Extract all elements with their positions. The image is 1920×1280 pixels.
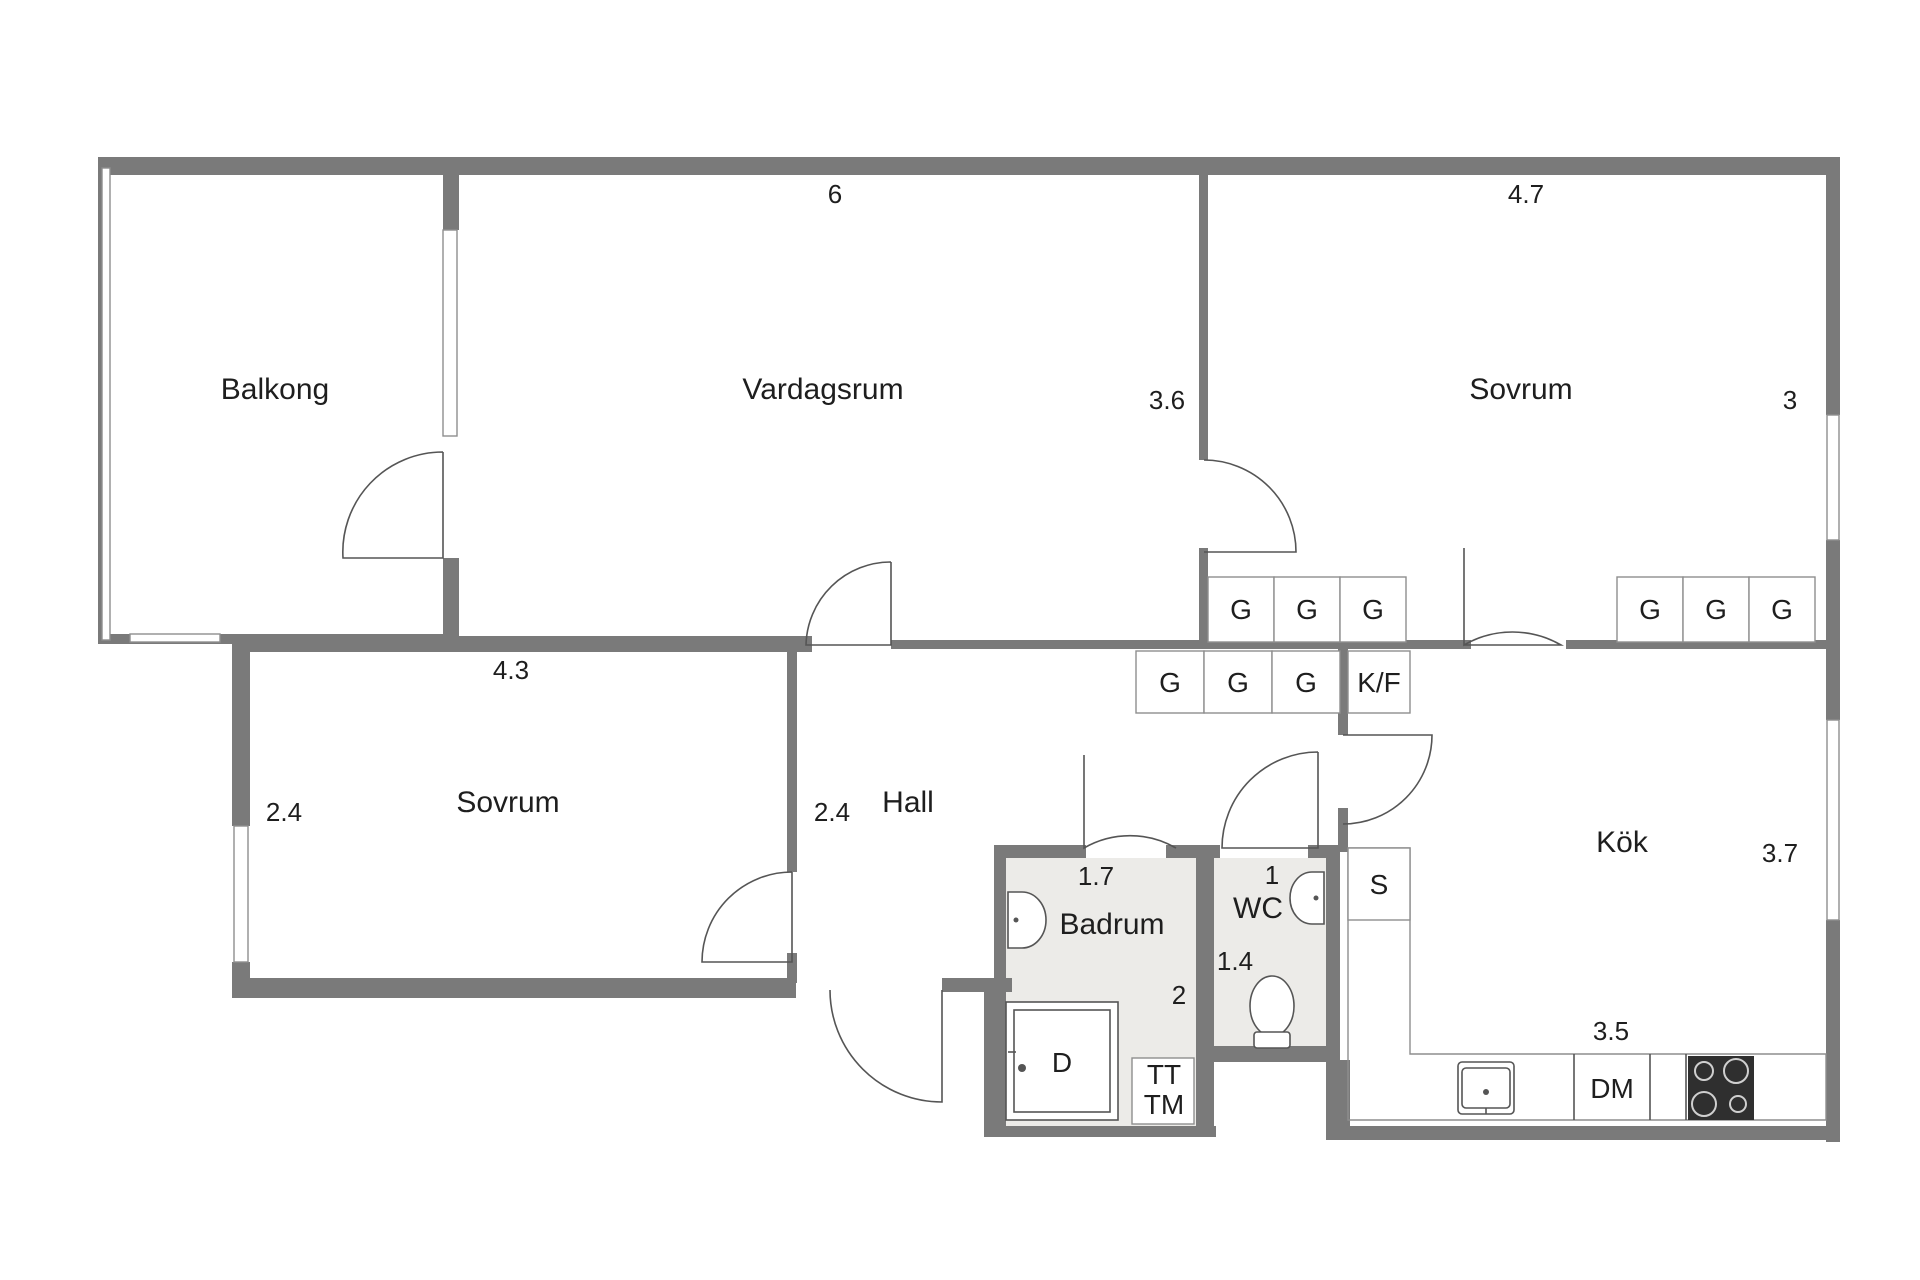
dim-hall-height: 2.4 — [814, 797, 850, 827]
fixture-label-wardrobe: G — [1295, 667, 1317, 698]
dim-sovrum-top-height: 3 — [1783, 385, 1797, 415]
dim-wc-height: 1.4 — [1217, 946, 1253, 976]
room-label-balkong: Balkong — [221, 373, 329, 406]
door-entrance — [829, 989, 943, 1103]
dim-kok-height: 3.7 — [1762, 838, 1798, 868]
room-label-sovrum-left: Sovrum — [456, 786, 559, 819]
window-sovrum-top — [1826, 414, 1840, 541]
wc-sink-icon — [1289, 871, 1325, 925]
fixture-label-wardrobe: G — [1230, 594, 1252, 625]
room-label-wc: WC — [1233, 892, 1283, 925]
door-sovrum-top — [1463, 548, 1564, 647]
dim-sovrum-top-width: 4.7 — [1508, 179, 1544, 209]
dim-sovrum-left-height: 2.4 — [266, 797, 302, 827]
dim-vardagsrum-width: 6 — [828, 179, 842, 209]
fixture-label-dryer: TM — [1144, 1089, 1184, 1120]
fixture-label-wardrobe: G — [1705, 594, 1727, 625]
dim-vardagsrum-height: 3.6 — [1149, 385, 1185, 415]
door-sovrum-left — [701, 871, 793, 963]
badrum-sink-icon — [1007, 891, 1047, 949]
door-vardagsrum — [805, 561, 892, 646]
wardrobes-top-living — [1207, 576, 1407, 643]
windows — [101, 167, 1840, 963]
window-vardagsrum — [442, 229, 458, 437]
toilet-icon — [1249, 975, 1295, 1049]
dim-kok-width: 3.5 — [1593, 1016, 1629, 1046]
fixture-label-wardrobe: G — [1639, 594, 1661, 625]
fixture-label-wardrobe: G — [1771, 594, 1793, 625]
doors — [342, 451, 1564, 1103]
fixture-label-wardrobe: G — [1296, 594, 1318, 625]
fixture-label-wardrobe: G — [1227, 667, 1249, 698]
laundry-box — [1131, 1057, 1195, 1125]
fixture-label-cabinet: S — [1370, 869, 1389, 900]
fixture-label-shower: D — [1052, 1047, 1072, 1078]
room-label-vardagsrum: Vardagsrum — [742, 373, 903, 406]
door-wc — [1221, 751, 1319, 849]
room-label-badrum: Badrum — [1059, 908, 1164, 941]
fixture-label-wardrobe: G — [1362, 594, 1384, 625]
door-badrum — [1083, 755, 1177, 850]
kitchen-sink-icon — [1457, 1061, 1515, 1115]
window-balkong-bottom — [129, 633, 221, 643]
fixture-label-fridge-freezer: K/F — [1357, 667, 1401, 698]
dim-sovrum-left-width: 4.3 — [493, 655, 529, 685]
window-kok — [1826, 719, 1840, 921]
window-balkong-left — [101, 167, 111, 641]
shower-icon — [1005, 1001, 1119, 1121]
dim-wc-width: 1 — [1265, 860, 1279, 890]
walls — [98, 157, 1840, 1142]
dim-badrum-width: 1.7 — [1078, 861, 1114, 891]
kitchen-cabinet-s — [1347, 847, 1411, 921]
door-balkong — [342, 451, 444, 559]
fixture-label-dishwasher: DM — [1590, 1073, 1634, 1104]
wardrobes-hall — [1135, 650, 1411, 714]
fixture-label-washer: TT — [1147, 1059, 1181, 1090]
room-label-sovrum-top: Sovrum — [1469, 373, 1572, 406]
room-label-kok: Kök — [1596, 826, 1649, 859]
stove-icon — [1688, 1056, 1754, 1120]
door-kok — [1342, 734, 1433, 825]
window-sovrum-left — [233, 825, 249, 963]
room-label-hall: Hall — [882, 786, 934, 819]
kitchen-counter — [1347, 847, 1827, 1121]
door-sovrum-top-left — [1203, 459, 1297, 553]
fixture-label-wardrobe: G — [1159, 667, 1181, 698]
dim-badrum-height: 2 — [1172, 980, 1186, 1010]
wardrobes-top-bedroom — [1616, 576, 1816, 643]
